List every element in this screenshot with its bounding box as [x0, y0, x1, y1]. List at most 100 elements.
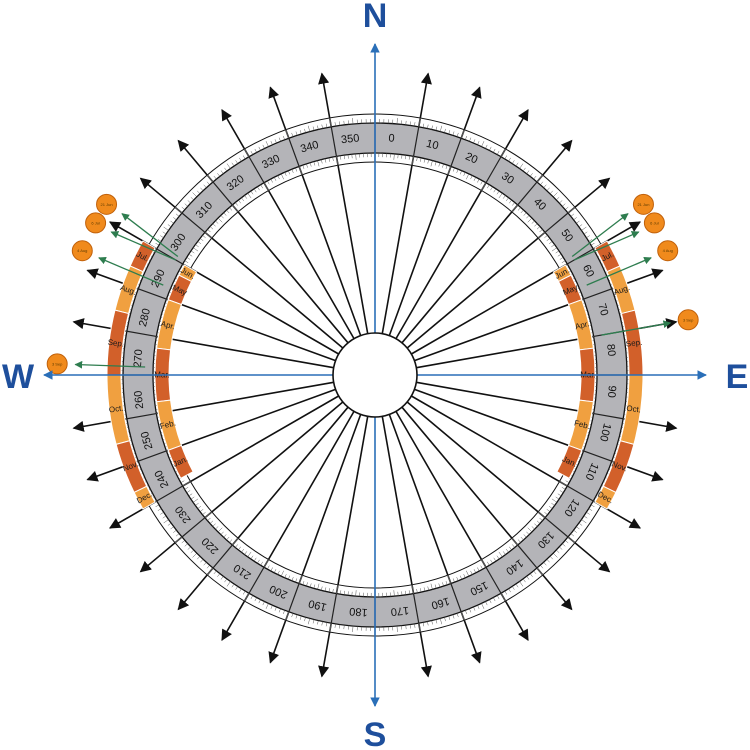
degree-tick: [460, 611, 465, 621]
degree-tick: [196, 190, 201, 194]
degree-divider: [248, 156, 265, 184]
degree-divider: [137, 450, 167, 462]
degree-divider: [248, 566, 265, 594]
degree-tick: [184, 260, 189, 263]
degree-tick: [321, 621, 323, 626]
degree-tick: [217, 173, 221, 177]
degree-tick: [163, 519, 169, 524]
degree-divider: [450, 583, 462, 613]
degree-tick: [206, 567, 214, 576]
south-label: S: [364, 716, 387, 750]
month-label: Sep.: [625, 338, 642, 349]
degree-tick: [573, 217, 577, 221]
sun-date-label: 3 Sep: [52, 361, 63, 366]
degree-tick: [317, 160, 320, 167]
degree-tick: [459, 170, 462, 175]
degree-tick: [223, 212, 227, 216]
degree-tick: [559, 480, 568, 487]
degree-tick: [334, 623, 336, 628]
degree-tick: [438, 162, 441, 167]
degree-tick: [215, 220, 219, 224]
degree-tick: [263, 559, 270, 568]
degree-tick: [553, 192, 558, 197]
degree-tick: [312, 619, 315, 624]
degree-tick: [557, 253, 562, 257]
degree-tick: [511, 544, 515, 548]
degree-tick: [278, 608, 281, 613]
degree-tick: [445, 581, 448, 585]
degree-tick: [549, 190, 554, 194]
degree-tick: [299, 615, 302, 620]
degree-label: 280: [137, 307, 153, 328]
degree-tick: [466, 570, 470, 577]
degree-tick: [543, 562, 547, 566]
degree-tick: [295, 578, 298, 583]
degree-tick: [302, 165, 305, 169]
degree-tick: [527, 527, 533, 533]
degree-tick: [229, 207, 233, 211]
degree-label: 250: [139, 430, 156, 451]
inner-month-segment: [167, 444, 194, 479]
degree-tick: [284, 172, 287, 176]
degree-tick: [559, 546, 563, 550]
degree-tick: [477, 178, 480, 183]
degree-tick: [250, 190, 254, 195]
degree-tick: [239, 588, 242, 593]
degree-tick: [328, 588, 330, 593]
degree-tick: [257, 559, 260, 564]
sun-icon: [677, 309, 699, 331]
degree-tick: [288, 575, 291, 580]
degree-tick: [262, 144, 265, 149]
degree-tick: [181, 206, 185, 210]
degree-label: 260: [132, 390, 146, 410]
degree-tick: [463, 172, 466, 176]
degree-tick: [298, 574, 303, 584]
degree-tick: [174, 536, 183, 544]
azimuth-ray: [401, 406, 573, 611]
degree-tick: [250, 595, 254, 600]
degree-divider: [212, 544, 233, 569]
degree-tick: [278, 137, 281, 142]
degree-tick: [539, 229, 543, 233]
degree-tick: [244, 551, 248, 555]
degree-divider: [485, 156, 502, 184]
degree-tick: [487, 184, 490, 189]
degree-tick: [533, 570, 537, 575]
west-label: W: [2, 358, 35, 396]
month-label: Oct.: [108, 404, 124, 415]
degree-tick: [277, 570, 280, 575]
degree-tick: [477, 141, 480, 145]
degree-tick: [162, 231, 167, 235]
sun-date-label: 21 Jun: [637, 202, 649, 207]
degree-tick: [548, 241, 553, 245]
degree-tick: [576, 220, 580, 224]
degree-label: 10: [425, 138, 440, 153]
azimuth-ray: [139, 401, 344, 573]
degree-tick: [188, 493, 193, 497]
degree-tick: [536, 174, 544, 183]
degree-tick: [274, 606, 277, 611]
degree-tick: [439, 125, 443, 132]
degree-tick: [262, 601, 265, 606]
month-label: Sep.: [107, 338, 124, 349]
degree-tick: [181, 540, 185, 544]
degree-tick: [540, 565, 544, 569]
degree-label: 30: [499, 170, 516, 187]
degree-tick: [519, 581, 524, 587]
degree-tick: [447, 574, 452, 584]
degree-label: 190: [307, 597, 328, 613]
degree-divider: [485, 566, 502, 594]
sun-icon: [643, 212, 665, 234]
sun-date-label: 21 Jun: [101, 202, 113, 207]
degree-tick: [561, 260, 566, 263]
degree-tick: [470, 175, 473, 180]
degree-tick: [235, 202, 239, 206]
degree-tick: [427, 124, 429, 129]
degree-tick: [241, 548, 245, 553]
azimuth-ray: [177, 139, 349, 344]
degree-tick: [396, 626, 398, 633]
degree-tick: [170, 526, 174, 530]
degree-tick: [334, 122, 336, 127]
degree-tick: [562, 543, 566, 547]
